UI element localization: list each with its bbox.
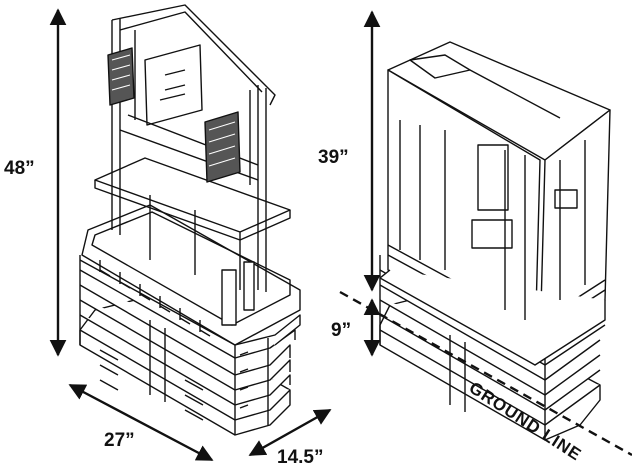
open-tray [81, 204, 301, 346]
dimension-lines [49, 8, 381, 462]
width-27-arrow [68, 383, 214, 462]
enclosure-shell [379, 41, 611, 366]
depth-14-5-label: 14.5” [277, 447, 324, 468]
fan-panel-lower [204, 111, 241, 183]
height-39-label: 39” [318, 147, 349, 168]
width-27-label: 27” [104, 430, 135, 451]
depth-14-5-arrow [248, 408, 332, 457]
depth-9-label: 9” [331, 320, 352, 341]
ground-line [339, 290, 632, 457]
equipment-plate [144, 44, 203, 126]
open-enclosure-drawing [79, 4, 301, 436]
fan-panel-upper [107, 47, 135, 106]
closed-enclosure-drawing [379, 41, 611, 441]
height-48-label: 48” [4, 158, 35, 179]
